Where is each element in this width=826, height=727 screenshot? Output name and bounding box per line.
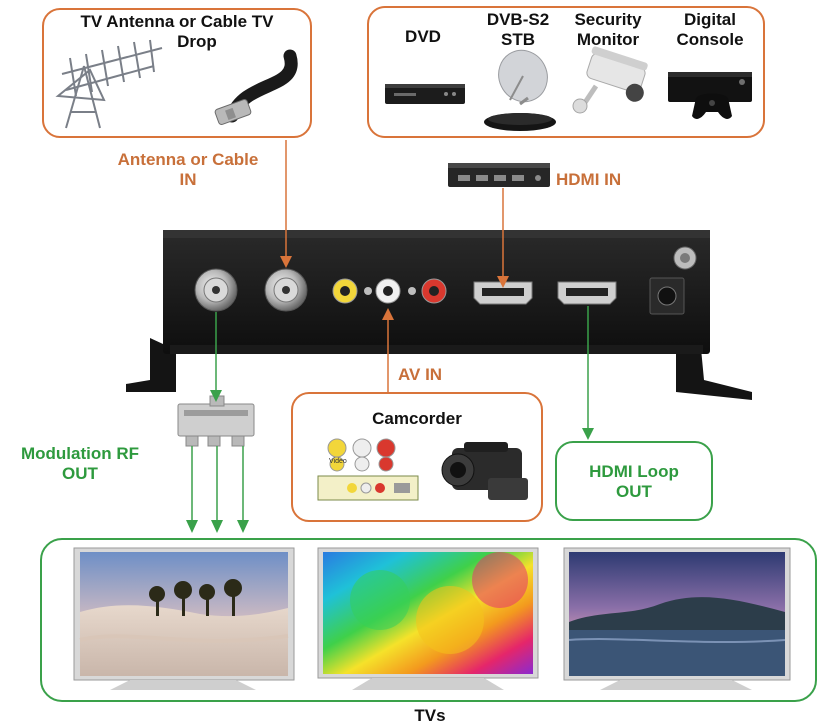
- rf-in-connector: [264, 268, 308, 312]
- security-monitor-line1: Security: [574, 10, 642, 29]
- rf-splitter-icon: [177, 395, 255, 447]
- security-monitor-label: Security Monitor: [562, 10, 654, 50]
- hdmi-loop-out-label: HDMI Loop OUT: [555, 462, 713, 502]
- hdmi-switch-icon: [448, 163, 550, 187]
- hdmi-in-arrow: [497, 188, 509, 288]
- antenna-box-title-line1: TV Antenna or Cable TV: [80, 12, 274, 31]
- rf-out-arrow: [210, 312, 222, 402]
- security-monitor-line2: Monitor: [576, 30, 640, 50]
- hdmi-in-port: [473, 281, 533, 305]
- hdmi-loop-out-arrow: [582, 306, 594, 440]
- tv-1: [73, 547, 295, 690]
- modulation-rf-out-line1: Modulation RF: [20, 444, 140, 463]
- game-console-icon: [668, 72, 752, 119]
- hdmi-loop-out-line1: HDMI Loop: [589, 462, 679, 481]
- tv-2: [317, 547, 539, 690]
- digital-console-label: Digital Console: [664, 10, 756, 50]
- antenna-in-line2: IN: [179, 170, 197, 190]
- antenna-in-label: Antenna or Cable IN: [98, 150, 278, 190]
- av-in-label: AV IN: [398, 365, 443, 384]
- digital-console-line2: Console: [676, 30, 744, 50]
- camcorder-title: Camcorder: [372, 409, 462, 428]
- dvd-label: DVD: [405, 27, 441, 46]
- dvd-player-icon: [385, 84, 465, 104]
- video-jack-label: Video: [329, 458, 347, 465]
- hdmi-loop-out-line2: OUT: [616, 482, 652, 502]
- antenna-box-title-line2: Drop: [177, 32, 217, 52]
- camcorder-icon: [441, 442, 528, 500]
- rca-jacks: [332, 278, 447, 304]
- av-jack-panel-icon: [317, 438, 419, 501]
- tv-3: [563, 547, 791, 690]
- digital-console-line1: Digital: [684, 10, 736, 29]
- av-in-arrow: [382, 308, 394, 392]
- rf-out-connector: [194, 268, 238, 312]
- antenna-icon: [55, 39, 163, 129]
- antenna-in-line1: Antenna or Cable: [117, 150, 259, 169]
- dvb-s2-stb-line1: DVB-S2: [486, 10, 550, 29]
- hdmi-in-label: HDMI IN: [556, 170, 622, 189]
- security-camera-icon: [572, 46, 648, 114]
- satellite-dish-icon: [484, 49, 556, 131]
- dvb-s2-stb-line2: STB: [501, 30, 535, 50]
- antenna-box-title: TV Antenna or Cable TV Drop: [42, 12, 312, 52]
- modulation-rf-out-line2: OUT: [62, 464, 98, 484]
- hdmi-loop-out-box: [555, 441, 713, 521]
- modulation-rf-out-label: Modulation RF OUT: [2, 444, 158, 484]
- tvs-caption: TVs: [414, 706, 446, 725]
- ground-screw: [673, 246, 697, 270]
- antenna-in-arrow: [280, 140, 292, 268]
- hdmi-loop-out-port: [557, 281, 617, 305]
- dvb-s2-stb-label: DVB-S2 STB: [478, 10, 558, 50]
- coax-cable-icon: [214, 49, 298, 125]
- splitter-to-tv-arrows: [186, 446, 249, 533]
- power-jack: [649, 277, 685, 315]
